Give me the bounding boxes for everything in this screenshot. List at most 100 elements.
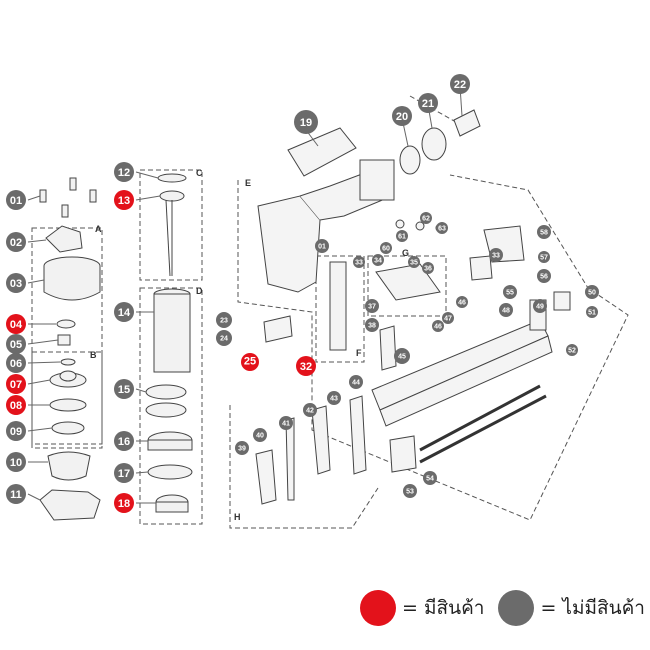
callout-45: 45 <box>394 348 410 364</box>
callout-07: 07 <box>6 374 26 394</box>
in-stock-marker <box>6 314 26 334</box>
stock-legend: = มีสินค้า = ไม่มีสินค้า <box>360 588 650 628</box>
callout-number: 02 <box>10 237 22 249</box>
callout-19: 19 <box>294 110 318 134</box>
callout-09: 09 <box>6 421 26 441</box>
out-of-stock-marker <box>6 273 26 293</box>
out-of-stock-marker <box>365 318 379 332</box>
callout-36: 36 <box>422 262 434 274</box>
callout-number: 14 <box>118 307 131 319</box>
callout-46: 46 <box>456 296 468 308</box>
out-of-stock-marker <box>6 334 26 354</box>
in-stock-marker <box>114 493 134 513</box>
callout-02: 02 <box>6 232 26 252</box>
in-stock-marker <box>241 353 259 371</box>
callout-number: 57 <box>540 255 548 262</box>
out-of-stock-marker <box>235 441 249 455</box>
callout-number: 03 <box>10 278 22 290</box>
out-of-stock-marker <box>537 225 551 239</box>
callout-number: 56 <box>540 274 548 281</box>
callout-number: 46 <box>434 324 442 331</box>
callout-01: 01 <box>6 190 26 210</box>
callout-number: 38 <box>368 323 376 330</box>
out-of-stock-marker <box>216 330 232 346</box>
callout-number: 46 <box>458 300 466 307</box>
callout-34: 34 <box>372 254 384 266</box>
callout-number: 05 <box>10 339 22 351</box>
out-of-stock-marker <box>327 391 341 405</box>
out-of-stock-marker <box>489 248 503 262</box>
out-of-stock-marker <box>114 379 134 399</box>
callout-43: 43 <box>327 391 341 405</box>
callout-number: 12 <box>118 167 130 179</box>
out-of-stock-marker <box>6 232 26 252</box>
frame-main <box>237 174 629 521</box>
callout-47: 47 <box>442 312 454 324</box>
parts-drawing <box>27 85 629 529</box>
callout-62: 62 <box>420 212 432 224</box>
callout-number: 35 <box>410 260 418 267</box>
callout-number: 19 <box>300 117 312 129</box>
out-of-stock-marker <box>303 403 317 417</box>
callout-number: 63 <box>438 226 446 233</box>
frame-d <box>139 287 203 525</box>
callout-57: 57 <box>538 251 550 263</box>
callout-54: 54 <box>423 471 437 485</box>
callout-number: 53 <box>406 489 414 496</box>
callout-number: 10 <box>10 457 22 469</box>
in-stock-label: = มีสินค้า <box>402 597 485 619</box>
out-of-stock-marker <box>315 239 329 253</box>
callout-number: 40 <box>256 433 264 440</box>
callout-42: 42 <box>303 403 317 417</box>
callout-number: 01 <box>318 244 326 251</box>
callout-number: 06 <box>10 358 22 370</box>
frame-c <box>139 169 203 281</box>
out-of-stock-marker <box>450 74 470 94</box>
out-of-stock-marker <box>6 190 26 210</box>
out-of-stock-marker <box>586 306 598 318</box>
callout-number: 42 <box>306 408 314 415</box>
callout-number: 20 <box>396 111 408 123</box>
callout-number: 24 <box>220 336 228 343</box>
callout-50: 50 <box>585 285 599 299</box>
callout-48: 48 <box>499 303 513 317</box>
out-of-stock-marker <box>6 484 26 504</box>
callout-12: 12 <box>114 162 134 182</box>
callout-number: 58 <box>540 230 548 237</box>
out-of-stock-marker <box>372 254 384 266</box>
out-of-stock-marker <box>538 251 550 263</box>
piston-assembly <box>145 173 193 513</box>
callout-14: 14 <box>114 302 134 322</box>
callout-55: 55 <box>503 285 517 299</box>
out-of-stock-marker <box>6 421 26 441</box>
callout-22: 22 <box>450 74 470 94</box>
callout-number: 16 <box>118 436 130 448</box>
callout-number: 60 <box>382 246 390 253</box>
leader-lines <box>27 85 463 504</box>
callout-41: 41 <box>279 416 293 430</box>
out-of-stock-marker <box>114 463 134 483</box>
callout-number: 39 <box>238 446 246 453</box>
out-of-stock-marker <box>422 262 434 274</box>
section-letter-e: E <box>245 178 251 188</box>
out-of-stock-marker <box>436 222 448 234</box>
callout-number: 01 <box>10 195 22 207</box>
out-of-stock-marker <box>403 484 417 498</box>
group-frames <box>31 95 629 529</box>
section-letter-g: G <box>402 248 409 258</box>
callout-25: 25 <box>241 353 259 371</box>
callout-13: 13 <box>114 190 134 210</box>
callout-04: 04 <box>6 314 26 334</box>
callout-03: 03 <box>6 273 26 293</box>
callout-11: 11 <box>6 484 26 504</box>
out-of-stock-marker <box>456 296 468 308</box>
callout-60: 60 <box>380 242 392 254</box>
callout-number: 45 <box>398 354 406 361</box>
out-of-stock-marker <box>365 299 379 313</box>
callout-46: 46 <box>432 320 444 332</box>
callout-08: 08 <box>6 395 26 415</box>
out-of-stock-marker <box>380 242 392 254</box>
callout-63: 63 <box>436 222 448 234</box>
